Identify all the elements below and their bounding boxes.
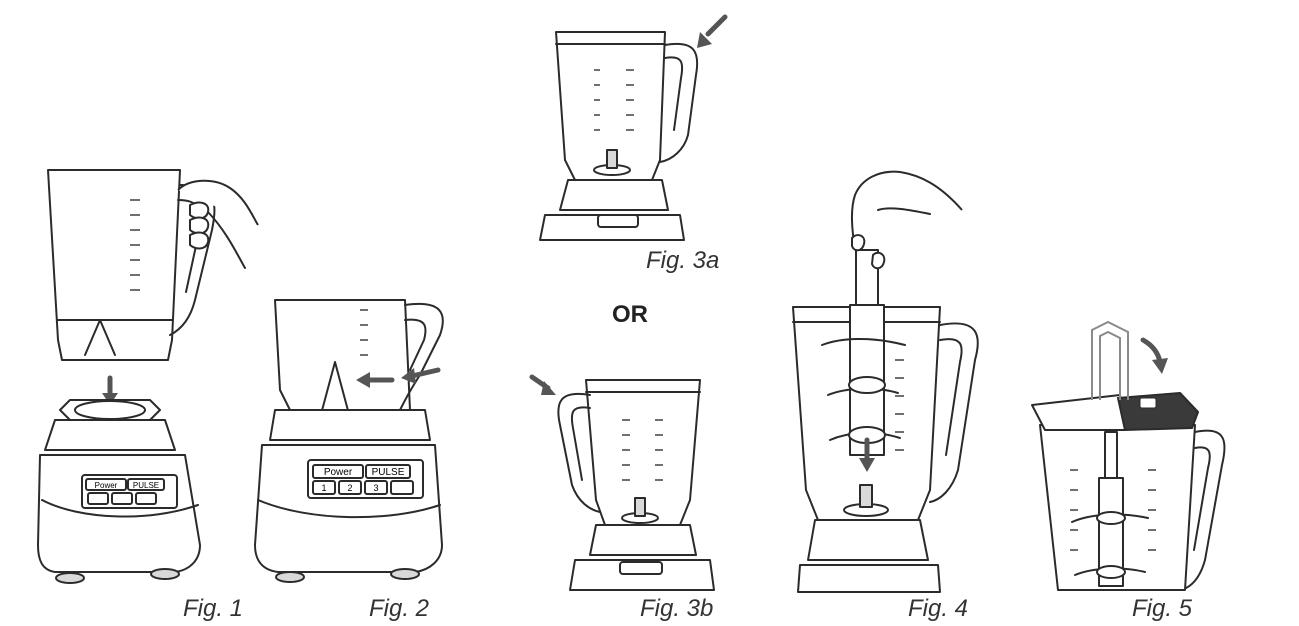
fig3a-measure-ticks [594,69,634,131]
fig3a-pitcher [555,31,699,181]
fig2-button1-label: 1 [321,483,326,493]
fig2-power-label: Power [324,467,353,478]
fig5-curved-arrow [1140,337,1168,374]
fig4-illustration [792,170,979,593]
fig4-motor-base [797,519,941,593]
fig5-illustration [1031,320,1226,591]
fig1-power-label: Power [95,481,118,490]
fig1-pulse-label: PULSE [133,481,159,490]
fig2-control-panel: Power PULSE 1 2 3 [307,459,424,499]
fig2-pulse-label: PULSE [372,467,405,478]
fig2-left-arrows [356,367,441,388]
fig5-blade-assembly [1071,431,1149,587]
fig4-caption: Fig. 4 [908,595,968,622]
fig1-caption: Fig. 1 [183,595,243,622]
fig4-blade-assembly [821,249,906,456]
fig5-caption: Fig. 5 [1132,595,1193,622]
fig1-measure-ticks [130,199,140,291]
fig1-illustration: Power PULSE [37,169,259,584]
fig2-button2-label: 2 [347,483,352,493]
fig3a-arrow [697,14,728,48]
fig4-pitcher [792,306,979,521]
fig3b-arrow [529,374,556,395]
fig2-pitcher [274,299,444,419]
fig4-measure-ticks [895,359,904,451]
fig1-control-panel: Power PULSE [81,474,178,509]
fig2-motor-base: Power PULSE 1 2 3 [254,409,443,583]
or-label: OR [612,301,648,328]
fig5-measure-ticks [1070,469,1156,551]
fig3b-pitcher [557,379,701,526]
fig2-illustration: Power PULSE 1 2 3 [254,299,444,583]
fig3a-motor-base [539,179,685,241]
fig5-handle-latch [1091,320,1129,400]
fig1-pitcher [47,169,216,361]
fig2-button3-label: 3 [373,483,378,493]
fig4-down-arrow [859,437,875,472]
fig3b-caption: Fig. 3b [640,595,713,622]
fig3b-measure-ticks [622,419,663,481]
fig3a-illustration [539,14,728,241]
fig2-measure-ticks [360,309,368,356]
fig1-hand [177,179,259,269]
fig5-pitcher [1039,424,1226,591]
fig1-motor-base: Power PULSE [37,399,201,584]
fig5-lid [1031,392,1199,431]
fig3a-caption: Fig. 3a [646,247,719,274]
fig3b-illustration [529,374,715,591]
fig4-hand [851,170,963,270]
fig2-caption: Fig. 2 [369,595,429,622]
fig3b-motor-base [569,524,715,591]
